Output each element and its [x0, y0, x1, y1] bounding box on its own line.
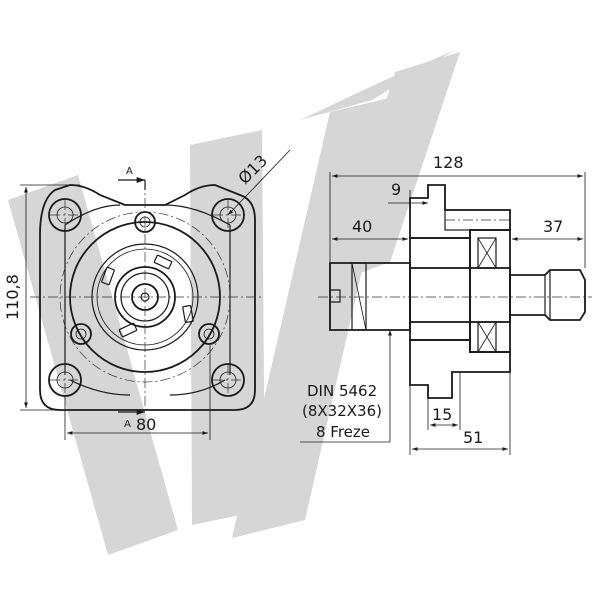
side-input-spline: [351, 262, 367, 331]
side-internal-shaft: [409, 267, 511, 323]
diameter-leader: [227, 149, 291, 216]
spline-note-line3: 8 Freze: [316, 423, 370, 441]
side-hub-body: [409, 237, 471, 341]
overall-length-label: 128: [433, 153, 464, 172]
section-mark-bottom: A: [124, 419, 131, 430]
section-mark-top: A: [126, 166, 133, 177]
watermark-logo: [8, 50, 460, 555]
side-input-shaft: [329, 262, 411, 331]
bottom-step-label: 15: [432, 405, 452, 424]
width-dim-label: 80: [136, 415, 156, 434]
bottom-length-label: 51: [463, 428, 483, 447]
side-section-view: [318, 184, 592, 399]
hub-hole-left: [70, 323, 92, 345]
side-output-shaft: [509, 269, 586, 321]
height-dim-label: 110,8: [3, 274, 22, 320]
hub-hole-right: [198, 323, 220, 345]
spline-note: DIN 5462 (8X32X36) 8 Freze: [302, 382, 382, 441]
spline-note-line1: DIN 5462: [307, 382, 377, 400]
side-input-chamfer: [330, 289, 341, 303]
right-projection-label: 37: [543, 217, 563, 236]
shaft-length-label: 40: [352, 217, 372, 236]
flange-thickness-label: 9: [391, 180, 401, 199]
side-dimensions: 128 9 40 37 15 51: [300, 153, 586, 455]
spline-note-line2: (8X32X36): [302, 402, 382, 420]
hub-slots: [101, 254, 194, 338]
